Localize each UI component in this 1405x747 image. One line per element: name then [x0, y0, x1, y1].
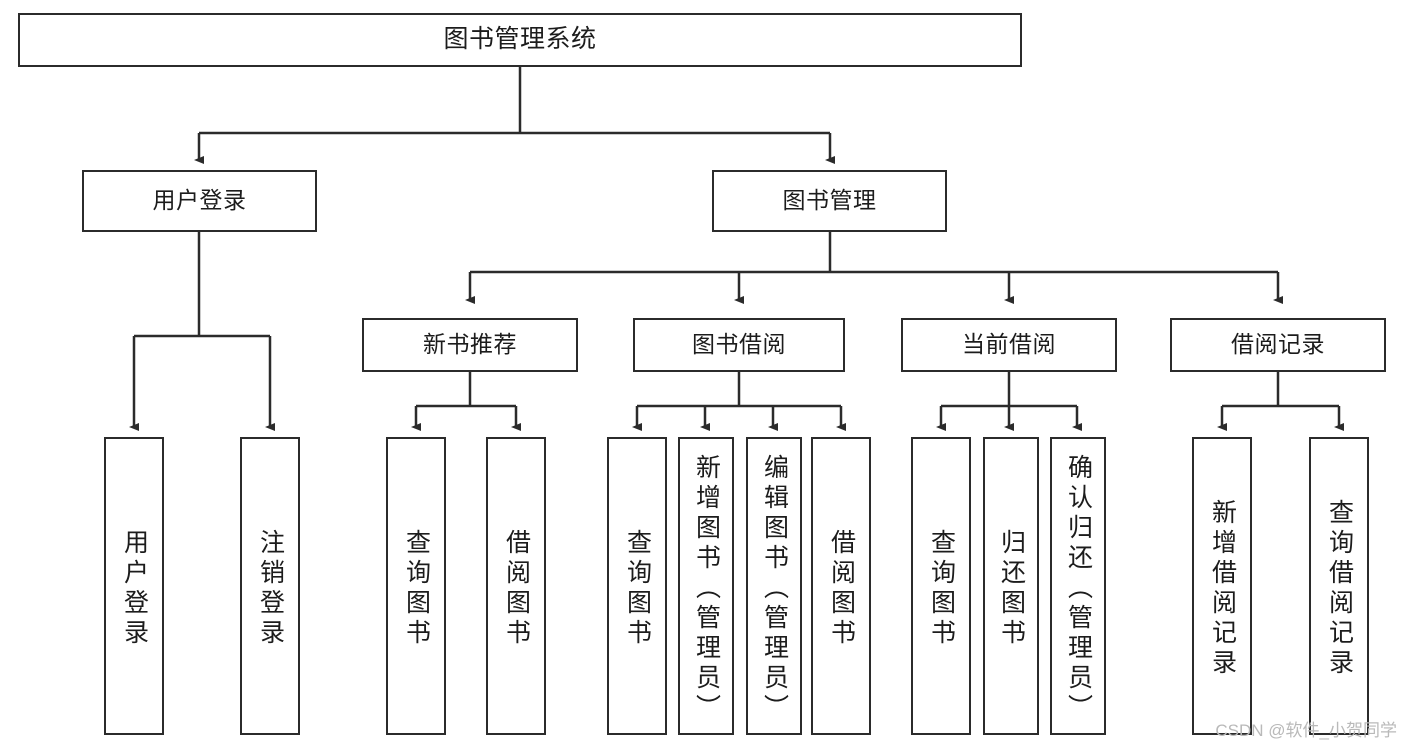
leaf-book-borrow-add[interactable]: 新增图书（管理员） [678, 437, 734, 735]
leaf-book-borrow-borrow[interactable]: 借阅图书 [811, 437, 871, 735]
node-label: 用户登录 [152, 187, 247, 214]
node-user-login[interactable]: 用户登录 [82, 170, 317, 232]
node-label: 借阅记录 [1231, 331, 1325, 358]
leaf-new-book-borrow[interactable]: 借阅图书 [486, 437, 546, 735]
node-label: 图书管理系统 [443, 25, 597, 54]
node-label: 归还图书 [997, 529, 1026, 649]
node-label: 新书推荐 [423, 331, 517, 358]
leaf-borrow-record-add[interactable]: 新增借阅记录 [1192, 437, 1252, 735]
leaf-borrow-record-query[interactable]: 查询借阅记录 [1309, 437, 1369, 735]
node-label: 查询图书 [623, 529, 652, 649]
leaf-book-borrow-query[interactable]: 查询图书 [607, 437, 667, 735]
node-book-borrow[interactable]: 图书借阅 [633, 318, 845, 372]
node-label: 图书管理 [782, 187, 877, 214]
leaf-new-book-query[interactable]: 查询图书 [386, 437, 446, 735]
node-label: 查询借阅记录 [1325, 499, 1354, 679]
leaf-book-borrow-edit[interactable]: 编辑图书（管理员） [746, 437, 802, 735]
node-label: 查询图书 [402, 529, 431, 649]
leaf-current-borrow-return[interactable]: 归还图书 [983, 437, 1039, 735]
leaf-current-borrow-confirm-return[interactable]: 确认归还（管理员） [1050, 437, 1106, 735]
node-label: 用户登录 [120, 529, 149, 649]
node-borrow-record[interactable]: 借阅记录 [1170, 318, 1386, 372]
node-new-book-recommend[interactable]: 新书推荐 [362, 318, 578, 372]
node-label: 新增借阅记录 [1208, 499, 1237, 679]
node-label: 新增图书（管理员） [692, 454, 721, 724]
node-root-system[interactable]: 图书管理系统 [18, 13, 1022, 67]
node-label: 确认归还（管理员） [1064, 454, 1093, 724]
node-label: 图书借阅 [692, 331, 786, 358]
node-label: 借阅图书 [502, 529, 531, 649]
leaf-user-login-logout[interactable]: 注销登录 [240, 437, 300, 735]
leaf-user-login-login[interactable]: 用户登录 [104, 437, 164, 735]
node-label: 编辑图书（管理员） [760, 454, 789, 724]
node-label: 借阅图书 [827, 529, 856, 649]
node-label: 当前借阅 [962, 331, 1056, 358]
leaf-current-borrow-query[interactable]: 查询图书 [911, 437, 971, 735]
csdn-watermark: CSDN @软件_小贺同学 [1215, 721, 1397, 740]
node-current-borrow[interactable]: 当前借阅 [901, 318, 1117, 372]
node-label: 查询图书 [927, 529, 956, 649]
node-label: 注销登录 [256, 529, 285, 649]
node-book-management[interactable]: 图书管理 [712, 170, 947, 232]
